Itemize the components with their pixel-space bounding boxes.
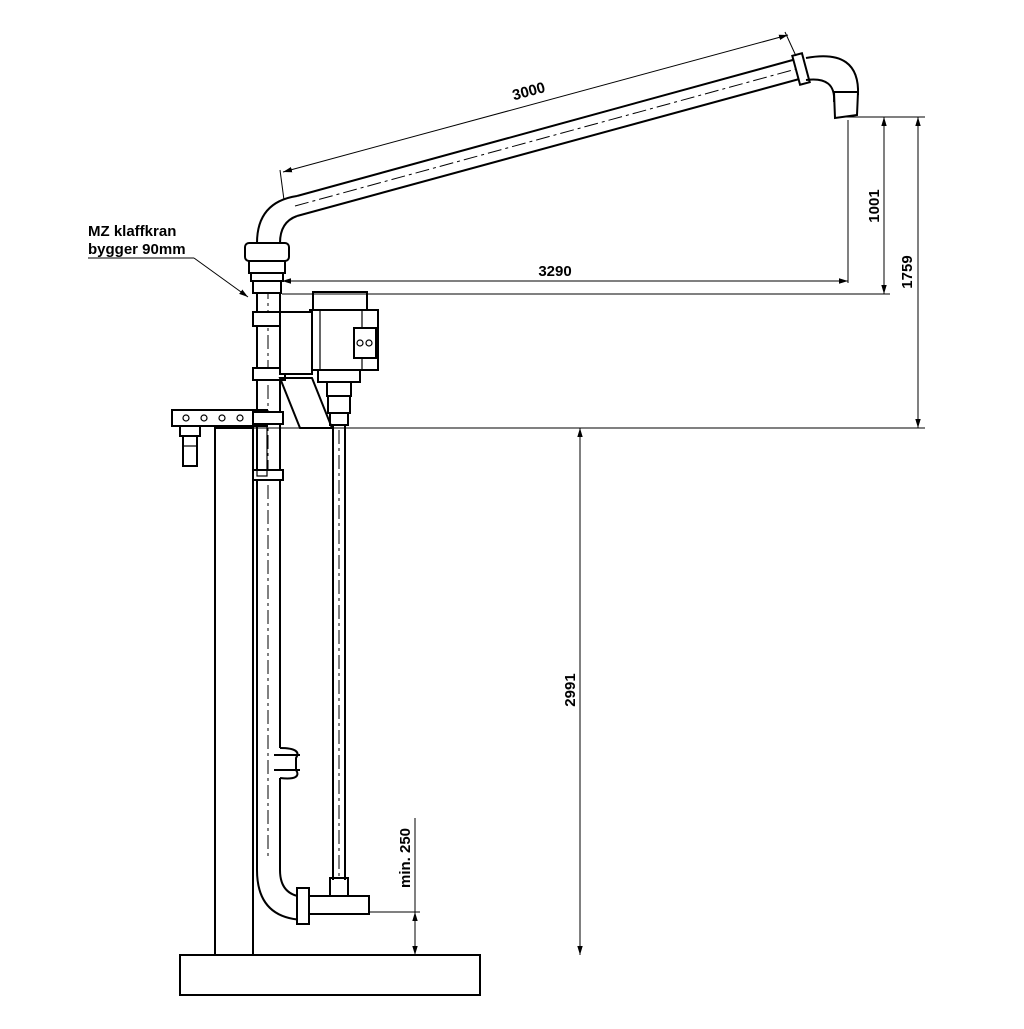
dim-outlet-height: 1001 bbox=[866, 117, 887, 294]
motor-bracket bbox=[278, 311, 334, 429]
valve-note-line2: bygger 90mm bbox=[88, 241, 186, 258]
dim-horizontal-reach: 3290 bbox=[282, 120, 849, 284]
dim-horizontal-reach-label: 3290 bbox=[538, 263, 571, 280]
pump-shaft bbox=[327, 380, 351, 880]
dim-min-clearance: min. 250 bbox=[369, 818, 420, 955]
wall bbox=[214, 427, 254, 956]
valve-note-line1: MZ klaffkran bbox=[88, 223, 176, 240]
motor bbox=[309, 291, 379, 397]
valve-note: MZ klaffkran bygger 90mm bbox=[88, 223, 249, 298]
floor bbox=[179, 954, 481, 996]
dim-pump-depth: 2991 bbox=[562, 428, 583, 955]
side-nozzle bbox=[274, 747, 300, 780]
dim-arm-height: 1759 bbox=[899, 117, 921, 428]
dim-arm-length: 3000 bbox=[279, 31, 797, 201]
bottom-bend bbox=[256, 869, 370, 925]
dim-arm-length-label: 3000 bbox=[511, 79, 548, 104]
dim-pump-depth-label: 2991 bbox=[562, 673, 579, 706]
discharge-arm bbox=[256, 51, 860, 244]
dim-outlet-height-label: 1001 bbox=[866, 189, 883, 222]
mounting-bracket bbox=[171, 409, 268, 467]
dim-min-clearance-label: min. 250 bbox=[397, 828, 414, 888]
dim-arm-height-label: 1759 bbox=[899, 255, 916, 288]
top-valve bbox=[244, 242, 290, 294]
